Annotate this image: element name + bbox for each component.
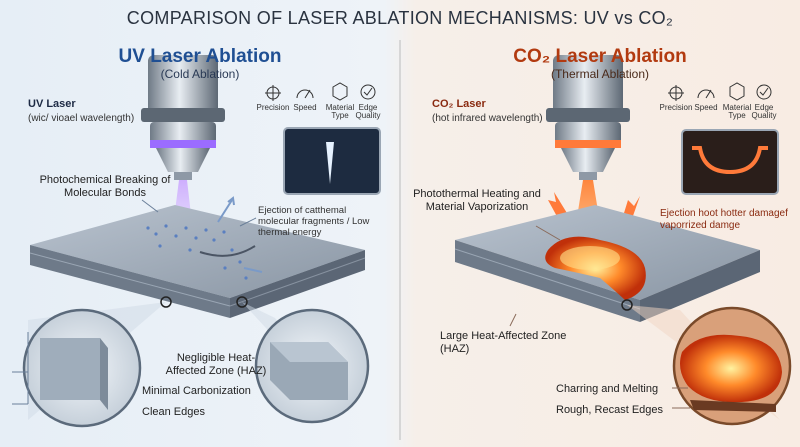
uv-source-sub: (wic/ vioael wavelength)	[28, 113, 135, 124]
co2-laser-head	[546, 55, 630, 180]
uv-ejection-label: Ejection of catthemal molecular fragment…	[258, 205, 370, 238]
uv-fragments	[146, 224, 248, 280]
co2-zoom	[627, 305, 792, 426]
uv-zoom-left	[22, 302, 166, 428]
co2-metric-edge: Edge Quality	[751, 103, 777, 121]
uv-result-carbonization: Minimal Carbonization	[142, 385, 251, 397]
uv-profile-monitor	[283, 127, 381, 195]
co2-subheading: (Thermal Ablation)	[550, 67, 650, 81]
uv-zoom-right	[242, 302, 370, 424]
uv-laser-head	[141, 55, 225, 180]
co2-mechanism-label: Photothermal Heating and Material Vapori…	[413, 188, 541, 213]
co2-metric-material: Material Type	[722, 103, 752, 121]
co2-metric-icons	[668, 82, 772, 101]
uv-leader-lines	[12, 199, 257, 405]
uv-metric-icons	[265, 82, 376, 101]
uv-mechanism-label: Photochemical Breaking of Molecular Bond…	[39, 174, 171, 199]
uv-metric-precision: Precision	[256, 103, 290, 112]
co2-profile-monitor	[681, 129, 779, 195]
uv-haz-label: Negligible Heat-Affected Zone (HAZ)	[165, 352, 267, 377]
uv-subheading: (Cold Ablation)	[160, 67, 240, 81]
uv-heading: UV Laser Ablation	[118, 46, 282, 67]
uv-focus-marker-left	[160, 296, 172, 308]
co2-result-edges: Rough, Recast Edges	[556, 404, 664, 416]
uv-focus-marker-right	[236, 296, 248, 308]
co2-melt-pool	[545, 236, 646, 300]
co2-metric-speed: Speed	[694, 103, 718, 112]
co2-result-charring: Charring and Melting	[556, 383, 659, 395]
panel-divider	[399, 40, 401, 440]
uv-metric-edge: Edge Quality	[355, 103, 381, 121]
uv-result-edges: Clean Edges	[142, 406, 205, 418]
co2-haz-label: Large Heat-Affected Zone (HAZ)	[440, 330, 567, 355]
uv-ejection-arrows	[217, 196, 263, 273]
co2-source-label: CO₂ Laser	[432, 98, 486, 110]
diagram-title: COMPARISON OF LASER ABLATION MECHANISMS:…	[126, 8, 674, 28]
co2-metric-precision: Precision	[659, 103, 693, 112]
uv-source-label: UV Laser	[28, 98, 76, 110]
uv-metric-material: Material Type	[325, 103, 355, 121]
co2-heading: CO₂ Laser Ablation	[513, 46, 687, 67]
co2-source-sub: (hot infrared wavelength)	[432, 113, 543, 124]
co2-leader-lines	[509, 225, 690, 409]
co2-focus-marker	[621, 299, 633, 311]
uv-metric-speed: Speed	[293, 103, 317, 112]
co2-ejection-label: Ejection hoot hotter damagef vaporrized …	[660, 208, 788, 231]
uv-material-slab	[29, 205, 366, 318]
